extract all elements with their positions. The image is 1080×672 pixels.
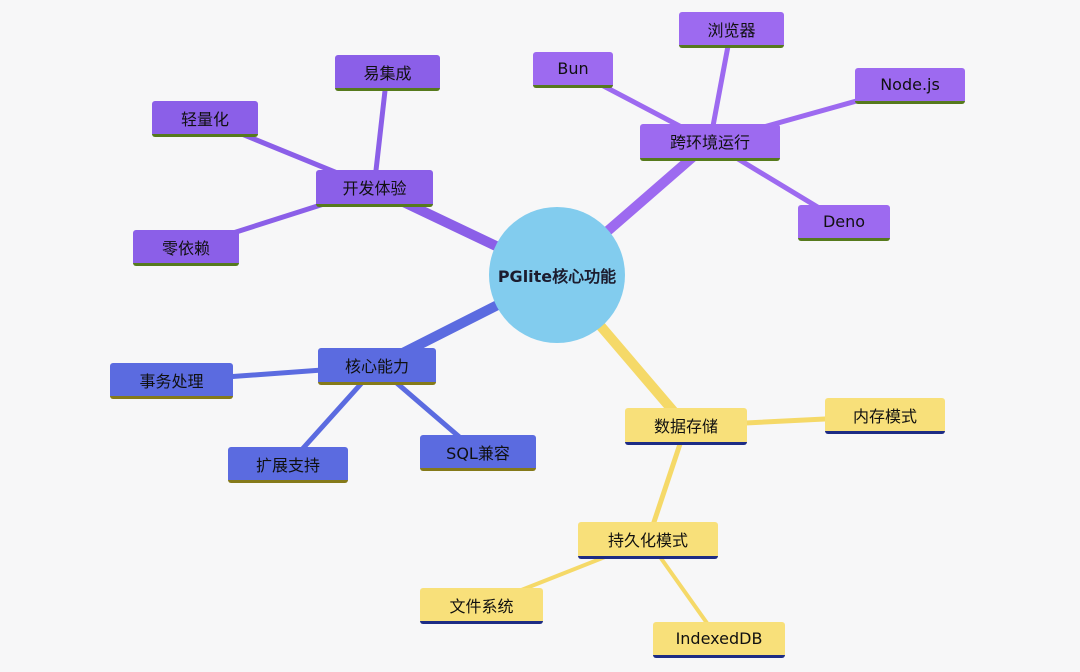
node-sql-compatibility[interactable]: SQL兼容 — [420, 435, 536, 471]
node-bun[interactable]: Bun — [533, 52, 613, 88]
node-zero-dependencies[interactable]: 零依赖 — [133, 230, 239, 266]
node-lightweight[interactable]: 轻量化 — [152, 101, 258, 137]
node-persistence-mode[interactable]: 持久化模式 — [578, 522, 718, 559]
node-dev-experience[interactable]: 开发体验 — [316, 170, 433, 207]
edge-dev-easy-integration — [371, 70, 390, 191]
node-data-storage[interactable]: 数据存储 — [625, 408, 747, 445]
node-transaction-processing[interactable]: 事务处理 — [110, 363, 233, 399]
edge-storage-persistence — [645, 423, 689, 543]
node-core-capability[interactable]: 核心能力 — [318, 348, 436, 385]
node-center-pglite-core[interactable]: PGlite核心功能 — [489, 207, 625, 343]
node-browser[interactable]: 浏览器 — [679, 12, 784, 48]
node-deno[interactable]: Deno — [798, 205, 890, 241]
node-file-system[interactable]: 文件系统 — [420, 588, 543, 624]
node-indexeddb[interactable]: IndexedDB — [653, 622, 785, 658]
node-memory-mode[interactable]: 内存模式 — [825, 398, 945, 434]
node-easy-integration[interactable]: 易集成 — [335, 55, 440, 91]
node-cross-environment[interactable]: 跨环境运行 — [640, 124, 780, 161]
node-nodejs[interactable]: Node.js — [855, 68, 965, 104]
node-extension-support[interactable]: 扩展支持 — [228, 447, 348, 483]
edge-cross-browser — [707, 27, 734, 145]
